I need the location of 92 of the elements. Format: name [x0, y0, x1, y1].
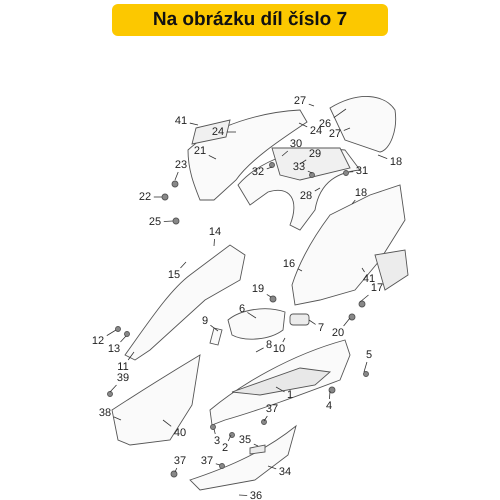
leader-line — [214, 238, 215, 246]
callout-number: 36 — [250, 490, 262, 500]
leader-line — [362, 268, 365, 272]
callout-number: 12 — [92, 335, 104, 347]
callout-number: 6 — [238, 303, 246, 315]
leader-line — [238, 494, 248, 496]
callout-number: 31 — [356, 165, 368, 177]
callout-number: 39 — [116, 372, 130, 384]
callout-number: 10 — [272, 343, 286, 355]
callout-number: 23 — [174, 159, 188, 171]
leader-line — [264, 416, 268, 422]
leader-line — [282, 338, 286, 342]
callout-number: 9 — [202, 315, 208, 327]
callout-number: 1 — [286, 389, 294, 401]
leader-line — [128, 352, 134, 360]
callout-number: 34 — [278, 466, 292, 478]
leader-line — [343, 128, 350, 131]
leader-line — [189, 122, 198, 126]
leader-line — [210, 324, 218, 332]
leader-line — [297, 268, 302, 272]
callout-number: 16 — [282, 258, 296, 270]
title-banner: Na obrázku díl číslo 7 — [112, 4, 388, 36]
leader-line — [333, 108, 346, 118]
callout-number: 15 — [168, 269, 180, 281]
callout-number: 22 — [138, 191, 152, 203]
callout-number: 25 — [148, 216, 162, 228]
callout-number: 2 — [222, 442, 228, 454]
leader-line — [352, 200, 356, 204]
leader-line — [163, 220, 174, 222]
callout-number: 38 — [98, 407, 112, 419]
callout-number: 37 — [200, 455, 214, 467]
leader-line — [364, 362, 368, 372]
callout-number: 11 — [117, 361, 129, 373]
callout-number: 24 — [212, 126, 224, 138]
leader-line — [308, 104, 314, 106]
callout-number: 19 — [252, 283, 264, 295]
leader-line — [307, 170, 312, 174]
callout-number: 37 — [174, 455, 186, 467]
leader-line — [266, 294, 272, 298]
leader-line — [314, 188, 320, 192]
leader-line — [329, 390, 330, 400]
leader-line — [120, 336, 126, 342]
leader-line — [162, 420, 172, 427]
leader-line — [300, 159, 307, 164]
callout-number: 40 — [174, 427, 186, 439]
leader-line — [378, 154, 388, 159]
leader-line — [180, 262, 186, 268]
leader-line — [268, 466, 277, 470]
leader-line — [174, 468, 178, 472]
callout-number: 21 — [194, 145, 206, 157]
callout-number: 32 — [252, 166, 264, 178]
callout-number: 7 — [318, 322, 324, 334]
callout-number: 28 — [300, 190, 312, 202]
callout-number: 18 — [354, 187, 368, 199]
callout-number: 17 — [370, 282, 384, 294]
callout-number: 8 — [266, 339, 272, 351]
leader-line — [266, 166, 272, 170]
callout-number: 35 — [238, 434, 252, 446]
leader-line — [276, 386, 285, 392]
leader-line — [308, 320, 316, 325]
callout-number: 37 — [266, 403, 278, 415]
leader-line — [215, 463, 220, 466]
callout-number: 20 — [332, 327, 344, 339]
leader-line — [282, 150, 288, 156]
callout-number: 27 — [328, 128, 342, 140]
leader-line — [214, 428, 216, 434]
callout-number: 14 — [208, 226, 222, 238]
leader-line — [113, 416, 122, 420]
callout-number: 3 — [214, 435, 220, 447]
leader-line — [106, 330, 116, 336]
leader-line — [153, 196, 162, 198]
callout-number: 4 — [326, 400, 332, 412]
leader-line — [256, 348, 264, 352]
leader-line — [110, 384, 117, 392]
callout-number: 33 — [292, 161, 306, 173]
callout-number: 41 — [174, 115, 188, 127]
callout-number: 29 — [308, 148, 322, 160]
callout-number: 30 — [290, 138, 302, 150]
callout-number: 18 — [390, 156, 402, 168]
leader-line — [348, 171, 354, 172]
callout-number: 27 — [294, 95, 306, 107]
leader-line — [228, 434, 232, 442]
leader-line — [360, 294, 369, 302]
leader-line — [208, 155, 216, 160]
leader-line — [343, 318, 350, 326]
leader-line — [174, 172, 179, 180]
leader-line — [298, 122, 308, 128]
callout-number: 24 — [310, 125, 322, 137]
leader-line — [253, 444, 258, 446]
callout-number: 5 — [366, 349, 372, 361]
leader-line — [247, 312, 256, 318]
callout-number: 13 — [108, 343, 120, 355]
